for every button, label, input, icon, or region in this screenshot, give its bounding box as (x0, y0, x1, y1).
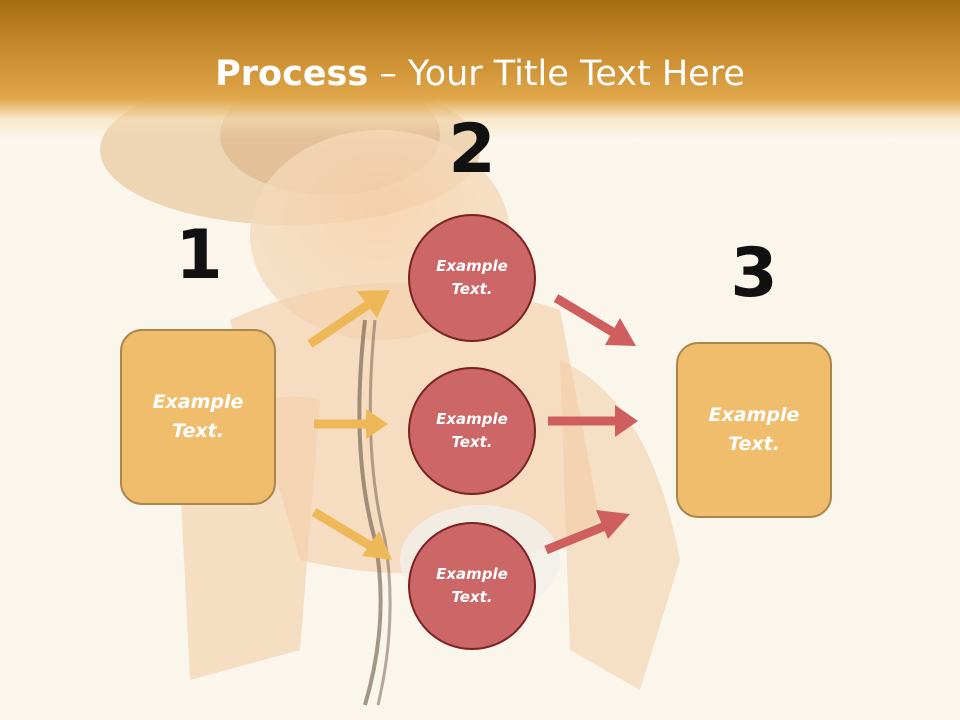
left-box-line1: Example (152, 391, 244, 413)
right-box-line2: Text. (728, 433, 780, 455)
step-number-2: 2 (448, 110, 496, 189)
arrow-left-down (311, 508, 392, 560)
step-number-3: 3 (730, 234, 778, 313)
step-number-1: 1 (175, 216, 223, 295)
arrow-right-down (544, 510, 630, 555)
arrow-left-up (307, 290, 390, 348)
title-rest: – Your Title Text Here (368, 54, 745, 94)
circle-bottom-line1: Example (436, 565, 508, 583)
title-bold: Process (215, 54, 369, 94)
title-bar (0, 0, 960, 140)
slide-title: Process – Your Title Text Here (0, 52, 960, 96)
circle-middle-line1: Example (436, 410, 508, 428)
circle-middle-line2: Text. (451, 433, 493, 451)
right-box-line1: Example (708, 404, 800, 426)
circle-top-line2: Text. (451, 280, 493, 298)
arrow-right-middle (548, 405, 638, 437)
circle-bottom-line2: Text. (451, 588, 493, 606)
left-box-line2: Text. (172, 420, 224, 442)
circle-top-line1: Example (436, 257, 508, 275)
arrow-right-up (553, 294, 636, 346)
arrow-left-middle (314, 409, 388, 439)
